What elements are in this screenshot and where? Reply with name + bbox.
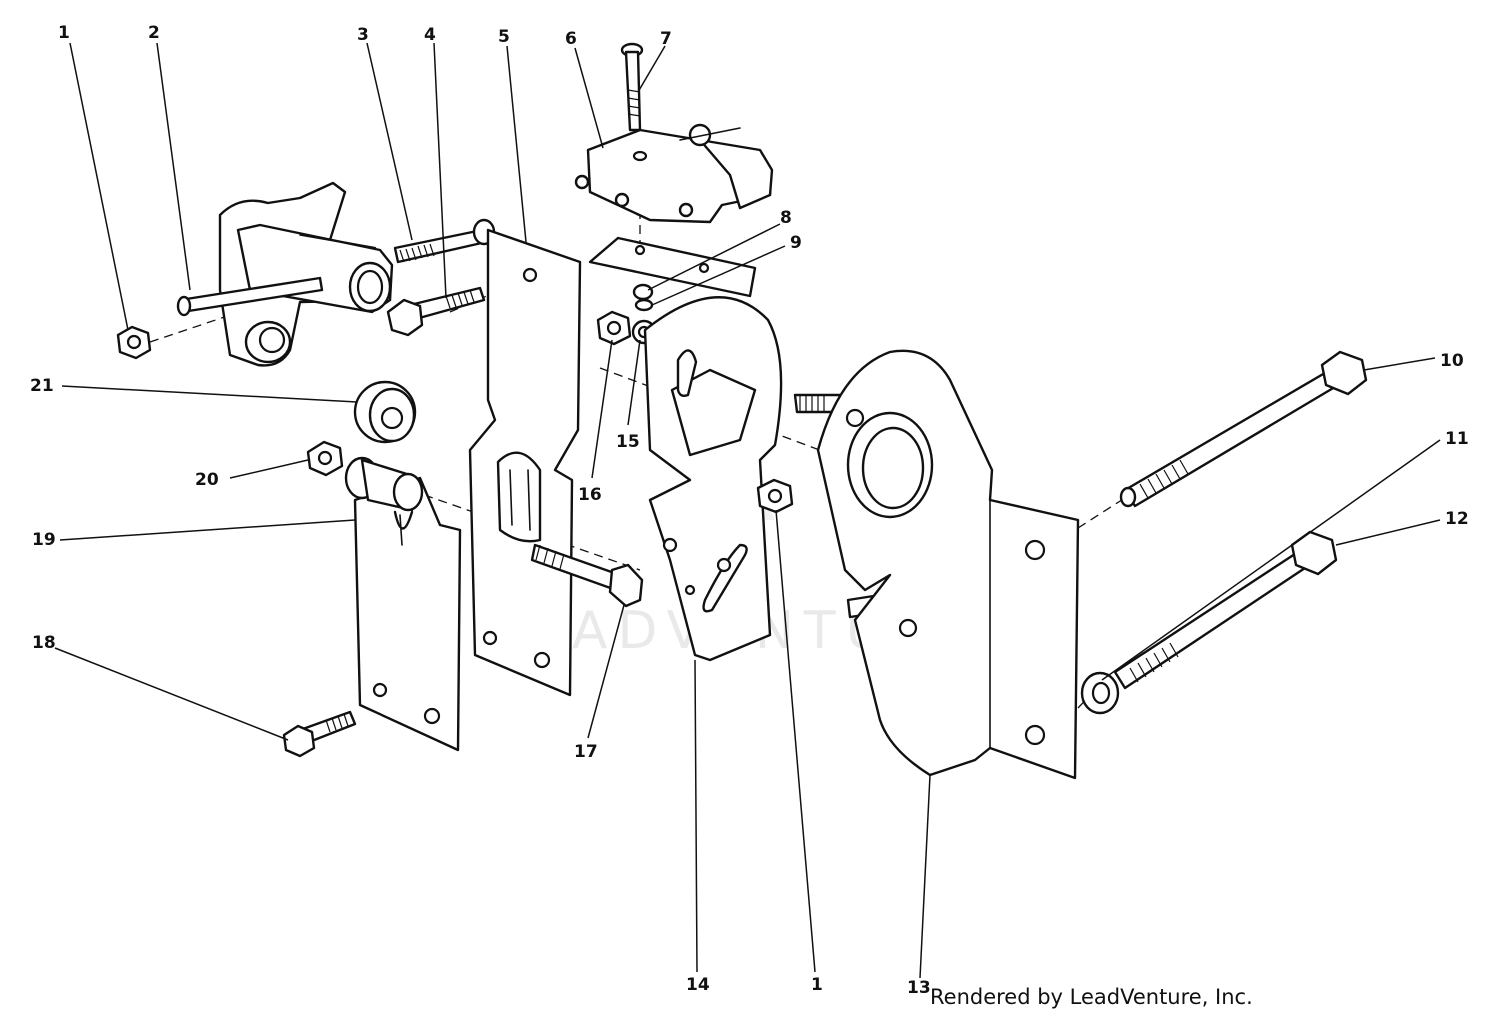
callout-14: 14 — [686, 975, 710, 995]
switch-mount-plate — [588, 236, 757, 298]
callout-21: 21 — [30, 376, 54, 396]
callout-19: 19 — [32, 530, 56, 550]
callout-numbers: 1 2 3 4 5 6 7 8 9 10 11 12 13 14 1 15 16… — [30, 23, 1469, 998]
callout-16: 16 — [578, 485, 602, 505]
callout-17: 17 — [574, 742, 598, 762]
bolt-17 — [530, 543, 644, 608]
main-bracket — [816, 349, 1080, 780]
washer-11 — [1080, 671, 1120, 715]
callout-13: 13 — [907, 978, 931, 998]
long-bolt-12 — [1113, 530, 1338, 690]
bolt-18 — [282, 710, 357, 758]
callout-20: 20 — [195, 470, 219, 490]
switch-block — [574, 123, 774, 224]
leader-lines — [54, 42, 1441, 979]
bolt-4 — [386, 286, 486, 337]
callout-18: 18 — [32, 633, 56, 653]
callout-1-bottom: 1 — [811, 975, 823, 995]
callout-7: 7 — [660, 29, 672, 49]
callout-4: 4 — [424, 25, 436, 45]
credit-text: Rendered by LeadVenture, Inc. — [930, 985, 1253, 1009]
callout-6: 6 — [565, 29, 577, 49]
callout-15: 15 — [616, 432, 640, 452]
mounting-plate — [468, 228, 582, 697]
callout-5: 5 — [498, 27, 510, 47]
callout-11: 11 — [1445, 429, 1469, 449]
callout-8: 8 — [780, 208, 792, 228]
callout-1-top: 1 — [58, 23, 70, 43]
screw-7 — [620, 42, 644, 132]
bearing-21 — [353, 380, 417, 444]
callout-12: 12 — [1445, 509, 1469, 529]
callout-10: 10 — [1440, 351, 1464, 371]
callout-9: 9 — [790, 233, 802, 253]
callout-2: 2 — [148, 23, 160, 43]
nut-1 — [116, 325, 152, 360]
callout-3: 3 — [357, 25, 369, 45]
pivot-bracket — [176, 181, 394, 367]
roller-arm — [344, 456, 462, 752]
pivot-bracket-plate — [643, 296, 783, 662]
nut-1-lower — [756, 478, 794, 514]
long-bolt-10 — [1119, 350, 1368, 508]
nut-20 — [306, 440, 344, 477]
